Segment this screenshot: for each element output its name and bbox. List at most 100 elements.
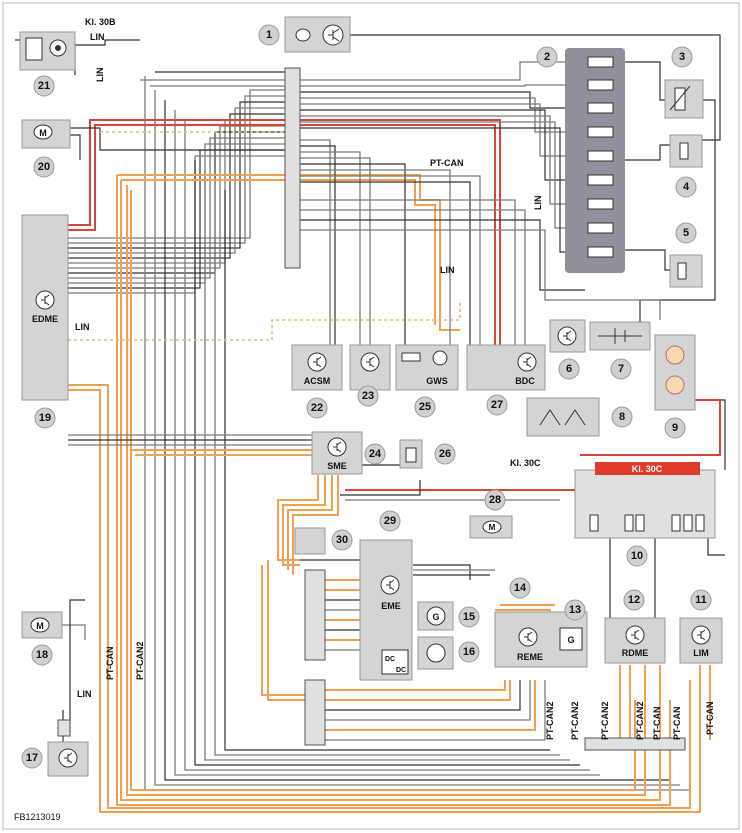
connector-bank-upper	[304, 569, 326, 661]
badge-6: 6	[558, 358, 580, 380]
label-pt-can-left: PT-CAN	[105, 647, 115, 681]
badge-26: 26	[434, 443, 456, 465]
label-pt-can2-left: PT-CAN2	[135, 641, 145, 680]
svg-text:4: 4	[683, 181, 690, 193]
svg-text:15: 15	[463, 611, 475, 623]
label-pt-can2-rdme-1: PT-CAN2	[600, 701, 610, 740]
svg-text:21: 21	[38, 80, 50, 92]
number-badges: 1 2 3 4 5 6 7 8 9 10 11 12 13 14 15 16 1…	[21, 24, 712, 769]
module-gws: GWS	[395, 344, 459, 391]
label-lin-top: LIN	[90, 32, 105, 42]
eme-label: EME	[381, 601, 401, 611]
module-rdme: RDME	[604, 617, 666, 664]
component-9	[654, 334, 696, 411]
component-7	[589, 321, 651, 351]
badge-2: 2	[536, 46, 558, 68]
figure-id: FB1213019	[14, 812, 61, 822]
svg-text:5: 5	[683, 227, 689, 239]
badge-11: 11	[690, 589, 712, 611]
module-reme: REME G	[494, 611, 588, 668]
svg-text:M: M	[36, 621, 44, 631]
component-30	[294, 527, 326, 555]
svg-text:24: 24	[369, 448, 382, 460]
component-21	[19, 31, 76, 71]
badge-13: 13	[564, 599, 586, 621]
svg-text:12: 12	[628, 594, 640, 606]
badge-3: 3	[671, 46, 693, 68]
component-8	[526, 397, 600, 437]
label-kl30c: Kl. 30C	[510, 458, 541, 468]
component-28-motor: M	[469, 515, 513, 539]
badge-5: 5	[675, 222, 697, 244]
label-pt-can2-reme-2: PT-CAN2	[570, 701, 580, 740]
svg-text:26: 26	[439, 448, 451, 460]
label-lin-edme: LIN	[75, 322, 90, 332]
module-lim: LIM	[679, 617, 723, 664]
badge-29: 29	[379, 510, 401, 532]
svg-text:20: 20	[38, 161, 50, 173]
component-1-sensor	[284, 16, 351, 53]
component-20-motor: M	[21, 119, 71, 149]
gws-label: GWS	[426, 376, 448, 386]
badge-28: 28	[484, 489, 506, 511]
svg-text:30: 30	[336, 534, 348, 546]
component-10-relay-box: Kl. 30C	[574, 462, 716, 539]
label-pt-can2-rdme-2: PT-CAN2	[635, 701, 645, 740]
component-2-fuse-panel	[565, 48, 625, 273]
component-16	[417, 636, 454, 670]
svg-text:28: 28	[489, 494, 501, 506]
central-connector	[284, 67, 301, 269]
badge-21: 21	[33, 75, 55, 97]
dcdc-bottom-label: DC	[396, 667, 406, 674]
label-pt-can-lim: PT-CAN	[705, 702, 715, 736]
svg-text:G: G	[567, 635, 574, 645]
badge-23: 23	[357, 385, 379, 407]
svg-text:23: 23	[362, 390, 374, 402]
wire-labels: Kl. 30B LIN LIN PT-CAN LIN LIN LIN Kl. 3…	[14, 17, 715, 822]
badge-4: 4	[675, 176, 697, 198]
badge-14: 14	[509, 577, 531, 599]
svg-text:G: G	[432, 612, 439, 622]
badge-18: 18	[31, 644, 53, 666]
label-lin-mid: LIN	[440, 265, 455, 275]
svg-text:11: 11	[695, 594, 707, 606]
module-edme: EDME	[21, 214, 69, 401]
lim-label: LIM	[693, 648, 709, 658]
component-4-relay	[669, 134, 703, 168]
component-5-relay	[669, 254, 703, 288]
badge-24: 24	[364, 443, 386, 465]
module-sme: SME	[311, 431, 363, 475]
edme-label: EDME	[32, 314, 58, 324]
rdme-label: RDME	[622, 648, 649, 658]
svg-text:9: 9	[672, 422, 678, 434]
label-pt-can2-reme-1: PT-CAN2	[545, 701, 555, 740]
badge-27: 27	[486, 394, 508, 416]
component-23	[349, 344, 391, 391]
badge-22: 22	[306, 397, 328, 419]
label-pt-can-rdme-2: PT-CAN	[672, 707, 682, 741]
svg-text:16: 16	[463, 646, 475, 658]
label-kl30b: Kl. 30B	[85, 17, 116, 27]
dcdc-top-label: DC	[385, 656, 395, 663]
badge-19: 19	[34, 407, 56, 429]
bdc-label: BDC	[515, 376, 535, 386]
kl30c-bar-label: Kl. 30C	[632, 464, 663, 474]
label-lin-bottom: LIN	[77, 689, 92, 699]
connector-bank-right	[584, 737, 686, 751]
svg-text:17: 17	[26, 752, 38, 764]
badge-9: 9	[664, 417, 686, 439]
badge-25: 25	[414, 396, 436, 418]
svg-text:1: 1	[266, 29, 272, 41]
wire-harness	[15, 34, 726, 813]
sme-label: SME	[327, 461, 347, 471]
svg-text:M: M	[489, 523, 496, 532]
svg-text:6: 6	[566, 363, 572, 375]
svg-text:3: 3	[679, 51, 685, 63]
label-pt-can-rdme-1: PT-CAN	[652, 707, 662, 741]
svg-text:8: 8	[619, 411, 625, 423]
badge-12: 12	[623, 589, 645, 611]
badge-17: 17	[21, 747, 43, 769]
badge-16: 16	[458, 641, 480, 663]
label-pt-can-top: PT-CAN	[430, 158, 464, 168]
